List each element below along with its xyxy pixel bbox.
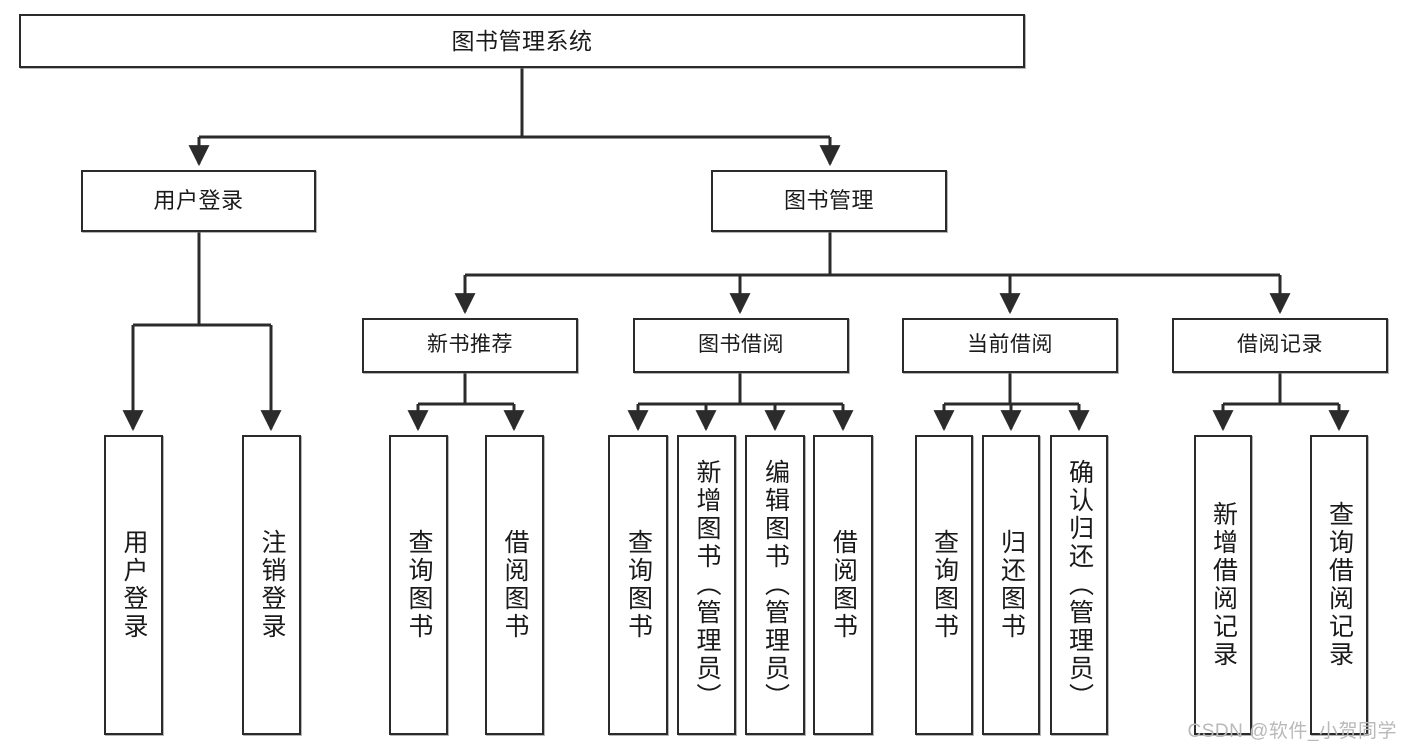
node-leaf-query-book-3[interactable]: 查询图书: [915, 435, 973, 735]
node-new-book-recommend-label: 新书推荐: [427, 333, 513, 357]
node-new-book-recommend[interactable]: 新书推荐: [362, 318, 578, 373]
node-borrow-record-label: 借阅记录: [1237, 333, 1323, 357]
node-leaf-borrow-book-1[interactable]: 借阅图书: [485, 435, 544, 735]
node-leaf-add-record-label: 新增借阅记录: [1209, 501, 1238, 669]
node-current-borrow[interactable]: 当前借阅: [902, 318, 1118, 373]
node-leaf-query-book-1-label: 查询图书: [405, 529, 433, 641]
node-leaf-edit-book-label: 编辑图书（管理员）: [761, 459, 790, 711]
node-user-login-label: 用户登录: [153, 188, 244, 214]
node-book-borrow-label: 图书借阅: [698, 333, 784, 357]
node-user-login[interactable]: 用户登录: [81, 170, 316, 232]
node-book-management[interactable]: 图书管理: [711, 170, 947, 232]
node-borrow-record[interactable]: 借阅记录: [1172, 318, 1388, 373]
node-leaf-logout-login-label: 注销登录: [258, 529, 286, 641]
node-leaf-edit-book[interactable]: 编辑图书（管理员）: [745, 435, 805, 735]
node-leaf-return-book-label: 归还图书: [997, 529, 1026, 641]
watermark: CSDN @软件_小贺同学: [1187, 721, 1397, 742]
node-leaf-borrow-book-2[interactable]: 借阅图书: [813, 435, 873, 735]
node-leaf-confirm-return[interactable]: 确认归还（管理员）: [1050, 435, 1108, 735]
node-leaf-query-book-2-label: 查询图书: [624, 529, 653, 641]
node-leaf-query-book-2[interactable]: 查询图书: [608, 435, 668, 735]
node-leaf-return-book[interactable]: 归还图书: [982, 435, 1040, 735]
node-leaf-query-record[interactable]: 查询借阅记录: [1310, 435, 1368, 735]
node-root-label: 图书管理系统: [451, 27, 593, 54]
node-leaf-user-login[interactable]: 用户登录: [104, 435, 163, 735]
node-leaf-user-login-label: 用户登录: [120, 529, 148, 641]
node-leaf-add-record[interactable]: 新增借阅记录: [1194, 435, 1252, 735]
node-leaf-query-book-1[interactable]: 查询图书: [389, 435, 448, 735]
node-leaf-add-book-label: 新增图书（管理员）: [693, 459, 721, 711]
node-leaf-borrow-book-2-label: 借阅图书: [829, 529, 858, 641]
node-root[interactable]: 图书管理系统: [19, 14, 1025, 68]
node-leaf-query-book-3-label: 查询图书: [930, 529, 959, 641]
node-leaf-logout-login[interactable]: 注销登录: [242, 435, 301, 735]
node-book-management-label: 图书管理: [783, 188, 874, 214]
node-leaf-borrow-book-1-label: 借阅图书: [501, 529, 529, 641]
node-current-borrow-label: 当前借阅: [967, 333, 1053, 357]
node-leaf-add-book[interactable]: 新增图书（管理员）: [677, 435, 736, 735]
node-leaf-confirm-return-label: 确认归还（管理员）: [1065, 459, 1094, 711]
node-book-borrow[interactable]: 图书借阅: [633, 318, 849, 373]
node-leaf-query-record-label: 查询借阅记录: [1325, 501, 1354, 669]
